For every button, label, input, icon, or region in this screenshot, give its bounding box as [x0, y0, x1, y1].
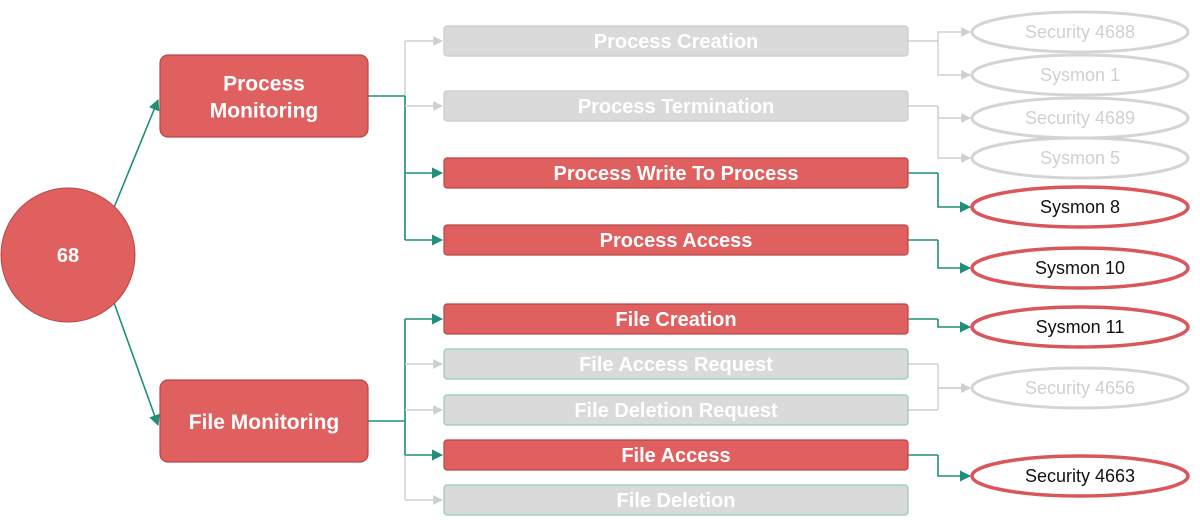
source-ellipse	[970, 136, 1190, 180]
process-creation-to-security-4688-connector	[937, 27, 971, 41]
event-file-access-node: File Access	[443, 439, 909, 471]
source-ellipse	[970, 185, 1190, 229]
root-to-file-connector	[112, 299, 160, 427]
event-label: File Access	[621, 445, 730, 467]
event-process-write-to-process-node: Process Write To Process	[443, 157, 909, 189]
source-security-4656-node: Security 4656	[970, 366, 1190, 410]
root-label: 68	[57, 245, 79, 267]
process-creation-to-sysmon-1-connector	[937, 41, 971, 80]
root-node: 68	[0, 187, 136, 323]
category-label-line: Process	[223, 73, 305, 96]
source-label: Security 4688	[1025, 22, 1135, 42]
source-ellipse	[970, 53, 1190, 97]
event-box	[443, 484, 909, 516]
category-file-node: File Monitoring	[159, 379, 369, 463]
event-box	[443, 394, 909, 426]
event-process-access-node: Process Access	[443, 224, 909, 256]
category-box	[159, 54, 369, 138]
source-label: Security 4689	[1025, 108, 1135, 128]
source-ellipse	[970, 366, 1190, 410]
source-label: Sysmon 11	[1036, 317, 1125, 337]
source-security-4688-node: Security 4688	[970, 10, 1190, 54]
source-sysmon-11-node: Sysmon 11	[970, 305, 1190, 349]
source-ellipse	[970, 10, 1190, 54]
source-ellipse	[970, 246, 1190, 290]
process-termination-to-security-4689-connector	[937, 106, 971, 123]
root-circle	[0, 187, 136, 323]
event-box	[443, 224, 909, 256]
event-file-deletion-node: File Deletion	[443, 484, 909, 516]
source-label: Sysmon 5	[1040, 148, 1120, 168]
event-box	[443, 303, 909, 335]
root-to-process-connector	[112, 98, 160, 211]
event-label: File Deletion Request	[574, 400, 778, 422]
event-label: File Creation	[615, 309, 736, 331]
source-security-4663-node: Security 4663	[970, 454, 1190, 498]
process-termination-to-sysmon-5-connector	[937, 106, 971, 163]
event-process-creation-node: Process Creation	[443, 25, 909, 57]
file-deletion-request-to-security-4656-connector	[937, 383, 971, 410]
event-box	[443, 348, 909, 380]
source-ellipse	[970, 305, 1190, 349]
source-sysmon-8-node: Sysmon 8	[970, 185, 1190, 229]
event-label: Process Termination	[578, 96, 774, 118]
process-access-to-sysmon-10-connector	[937, 240, 972, 274]
event-box	[443, 25, 909, 57]
file-access-request-to-security-4656-connector	[937, 364, 971, 393]
event-label: Process Creation	[594, 31, 759, 53]
source-label: Security 4656	[1025, 378, 1135, 398]
source-label: Sysmon 1	[1040, 65, 1120, 85]
file-access-to-security-4663-connector	[937, 455, 972, 482]
event-box	[443, 90, 909, 122]
source-security-4689-node: Security 4689	[970, 96, 1190, 140]
source-label: Security 4663	[1025, 466, 1135, 486]
event-file-access-request-node: File Access Request	[443, 348, 909, 380]
source-label: Sysmon 10	[1035, 258, 1125, 278]
source-ellipse	[970, 454, 1190, 498]
source-sysmon-5-node: Sysmon 5	[970, 136, 1190, 180]
event-file-deletion-request-node: File Deletion Request	[443, 394, 909, 426]
event-box	[443, 439, 909, 471]
source-sysmon-1-node: Sysmon 1	[970, 53, 1190, 97]
file-creation-to-sysmon-11-connector	[937, 319, 972, 333]
source-sysmon-10-node: Sysmon 10	[970, 246, 1190, 290]
category-label-line: File Monitoring	[189, 411, 339, 434]
event-process-termination-node: Process Termination	[443, 90, 909, 122]
category-label-line: Monitoring	[210, 100, 318, 123]
event-label: Process Write To Process	[554, 163, 799, 185]
event-label: Process Access	[600, 230, 753, 252]
event-file-creation-node: File Creation	[443, 303, 909, 335]
connectors	[112, 27, 972, 505]
category-box	[159, 379, 369, 463]
source-label: Sysmon 8	[1040, 197, 1120, 217]
event-box	[443, 157, 909, 189]
event-label: File Access Request	[579, 354, 773, 376]
process-write-to-process-to-sysmon-8-connector	[937, 173, 972, 213]
event-label: File Deletion	[617, 490, 736, 512]
